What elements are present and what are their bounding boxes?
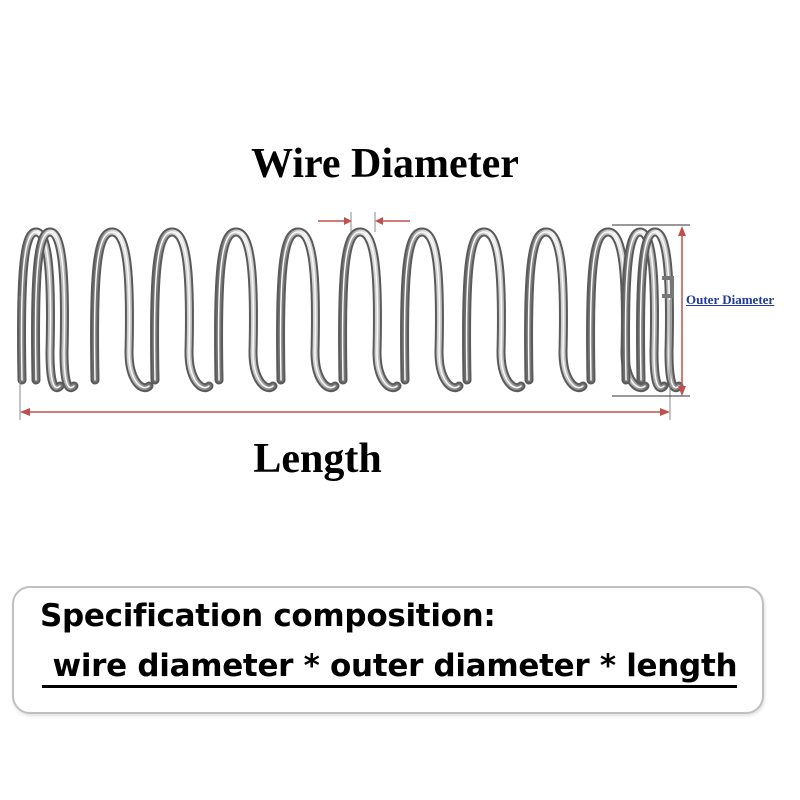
- wire-diameter-label: Wire Diameter: [251, 141, 519, 187]
- spring-coil: [90, 227, 154, 392]
- outer-diameter-label: Outer Diameter: [686, 292, 775, 307]
- spring-coil: [465, 231, 522, 389]
- specification-title: Specification composition:: [40, 598, 496, 634]
- spring-coil: [462, 227, 526, 392]
- spring-coil: [150, 227, 214, 392]
- spring-coil: [279, 231, 336, 389]
- spring-coil: [524, 227, 588, 392]
- spring-coil: [338, 227, 402, 392]
- spring-coil: [214, 227, 278, 392]
- specification-formula: wire diameter * outer diameter * length: [42, 648, 738, 689]
- length-label: Length: [253, 436, 382, 482]
- spring-coil: [217, 231, 274, 389]
- spring-coil: [403, 231, 460, 389]
- wire-diameter-arrows: [318, 212, 410, 232]
- length-dimension-line: [19, 296, 671, 420]
- spring-end-tip: [662, 276, 674, 298]
- spring-coil: [276, 227, 340, 392]
- spring-coil: [341, 231, 398, 389]
- spring-coil: [153, 231, 210, 389]
- specification-box: Specification composition: wire diameter…: [12, 586, 764, 714]
- spring-coil: [400, 227, 464, 392]
- spring-coil: [34, 231, 75, 389]
- spring-coil: [527, 231, 584, 389]
- spring-coil: [93, 231, 150, 389]
- spring-coils: [17, 227, 684, 392]
- outer-diameter-dimension-line: [612, 224, 690, 397]
- spring-diagram: [17, 212, 690, 420]
